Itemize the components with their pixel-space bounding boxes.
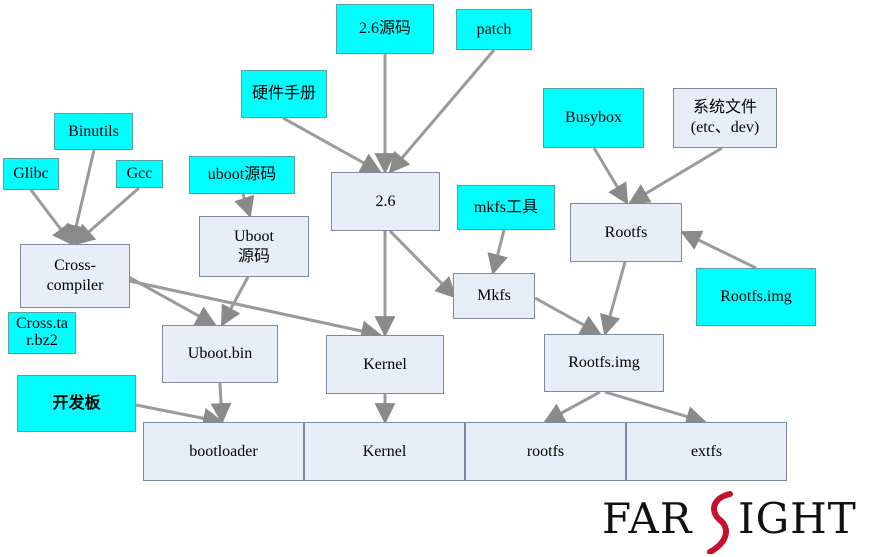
node-rootfsimg-cyan: Rootfs.img bbox=[696, 268, 816, 326]
node-binutils: Binutils bbox=[54, 113, 133, 150]
node-gcc: Gcc bbox=[116, 160, 163, 188]
arrow-busybox-to-rootfs bbox=[592, 147, 629, 205]
node-src26: 2.6源码 bbox=[336, 4, 434, 54]
node-patch: patch bbox=[456, 9, 532, 50]
arrow-rootfsimg-to-rootfspart bbox=[543, 390, 601, 424]
node-hwmanual: 硬件手册 bbox=[241, 70, 327, 118]
arrow-ubootsrc-to-ubootbox bbox=[234, 193, 255, 219]
node-mkfstool: mkfs工具 bbox=[457, 185, 555, 230]
arrow-glibc-to-crosscompiler bbox=[29, 189, 74, 246]
node-ubootbin: Uboot.bin bbox=[162, 325, 278, 383]
arrow-devboard-to-bootloader bbox=[135, 403, 225, 429]
node-sysfiles: 系统文件 (etc、dev) bbox=[673, 88, 777, 148]
node-ubootbox: Uboot 源码 bbox=[199, 216, 309, 277]
node-crosscompiler: Cross- compiler bbox=[20, 244, 130, 308]
logo-s-swoosh-icon bbox=[707, 491, 733, 554]
node-rootfsimg: Rootfs.img bbox=[544, 334, 664, 392]
partition-bootloader: bootloader bbox=[143, 422, 304, 481]
arrow-rootfsimgcyan-to-rootfs bbox=[680, 230, 757, 270]
arrow-crosscompiler-to-kernel bbox=[124, 278, 383, 342]
farsight-logo: FAR IGHT bbox=[602, 490, 864, 554]
node-busybox: Busybox bbox=[543, 88, 644, 148]
logo-text-left: FAR bbox=[602, 494, 693, 543]
arrow-hwmanual-to-k26 bbox=[282, 116, 382, 174]
arrow-ubootbin-to-bootloader bbox=[210, 382, 232, 425]
node-rootfs: Rootfs bbox=[570, 203, 682, 262]
node-kernel: Kernel bbox=[326, 335, 444, 394]
partition-extfs: extfs bbox=[626, 422, 787, 481]
arrow-gcc-to-crosscompiler bbox=[73, 186, 140, 246]
arrow-sysfiles-to-rootfs bbox=[628, 146, 723, 205]
logo-text-right: IGHT bbox=[738, 494, 857, 543]
arrow-mkfs-to-rootfsimg bbox=[534, 296, 602, 336]
node-ubootsrc: uboot源码 bbox=[189, 156, 295, 194]
node-k26: 2.6 bbox=[331, 172, 440, 231]
arrow-rootfs-to-rootfsimg bbox=[599, 261, 627, 337]
node-crosstar: Cross.ta r.bz2 bbox=[8, 312, 76, 354]
partition-rootfs: rootfs bbox=[465, 422, 626, 481]
node-mkfs: Mkfs bbox=[453, 273, 535, 319]
arrow-patch-to-k26 bbox=[388, 49, 496, 174]
node-glibc: Glibc bbox=[3, 158, 59, 190]
arrow-k26-to-mkfs bbox=[388, 229, 457, 299]
arrow-ubootbox-to-ubootbin bbox=[220, 276, 250, 327]
partition-kernel: Kernel bbox=[304, 422, 465, 481]
arrow-mkfstool-to-mkfs bbox=[487, 229, 508, 276]
arrow-rootfsimg-to-extfs bbox=[604, 390, 708, 427]
node-devboard: 开发板 bbox=[17, 375, 136, 432]
